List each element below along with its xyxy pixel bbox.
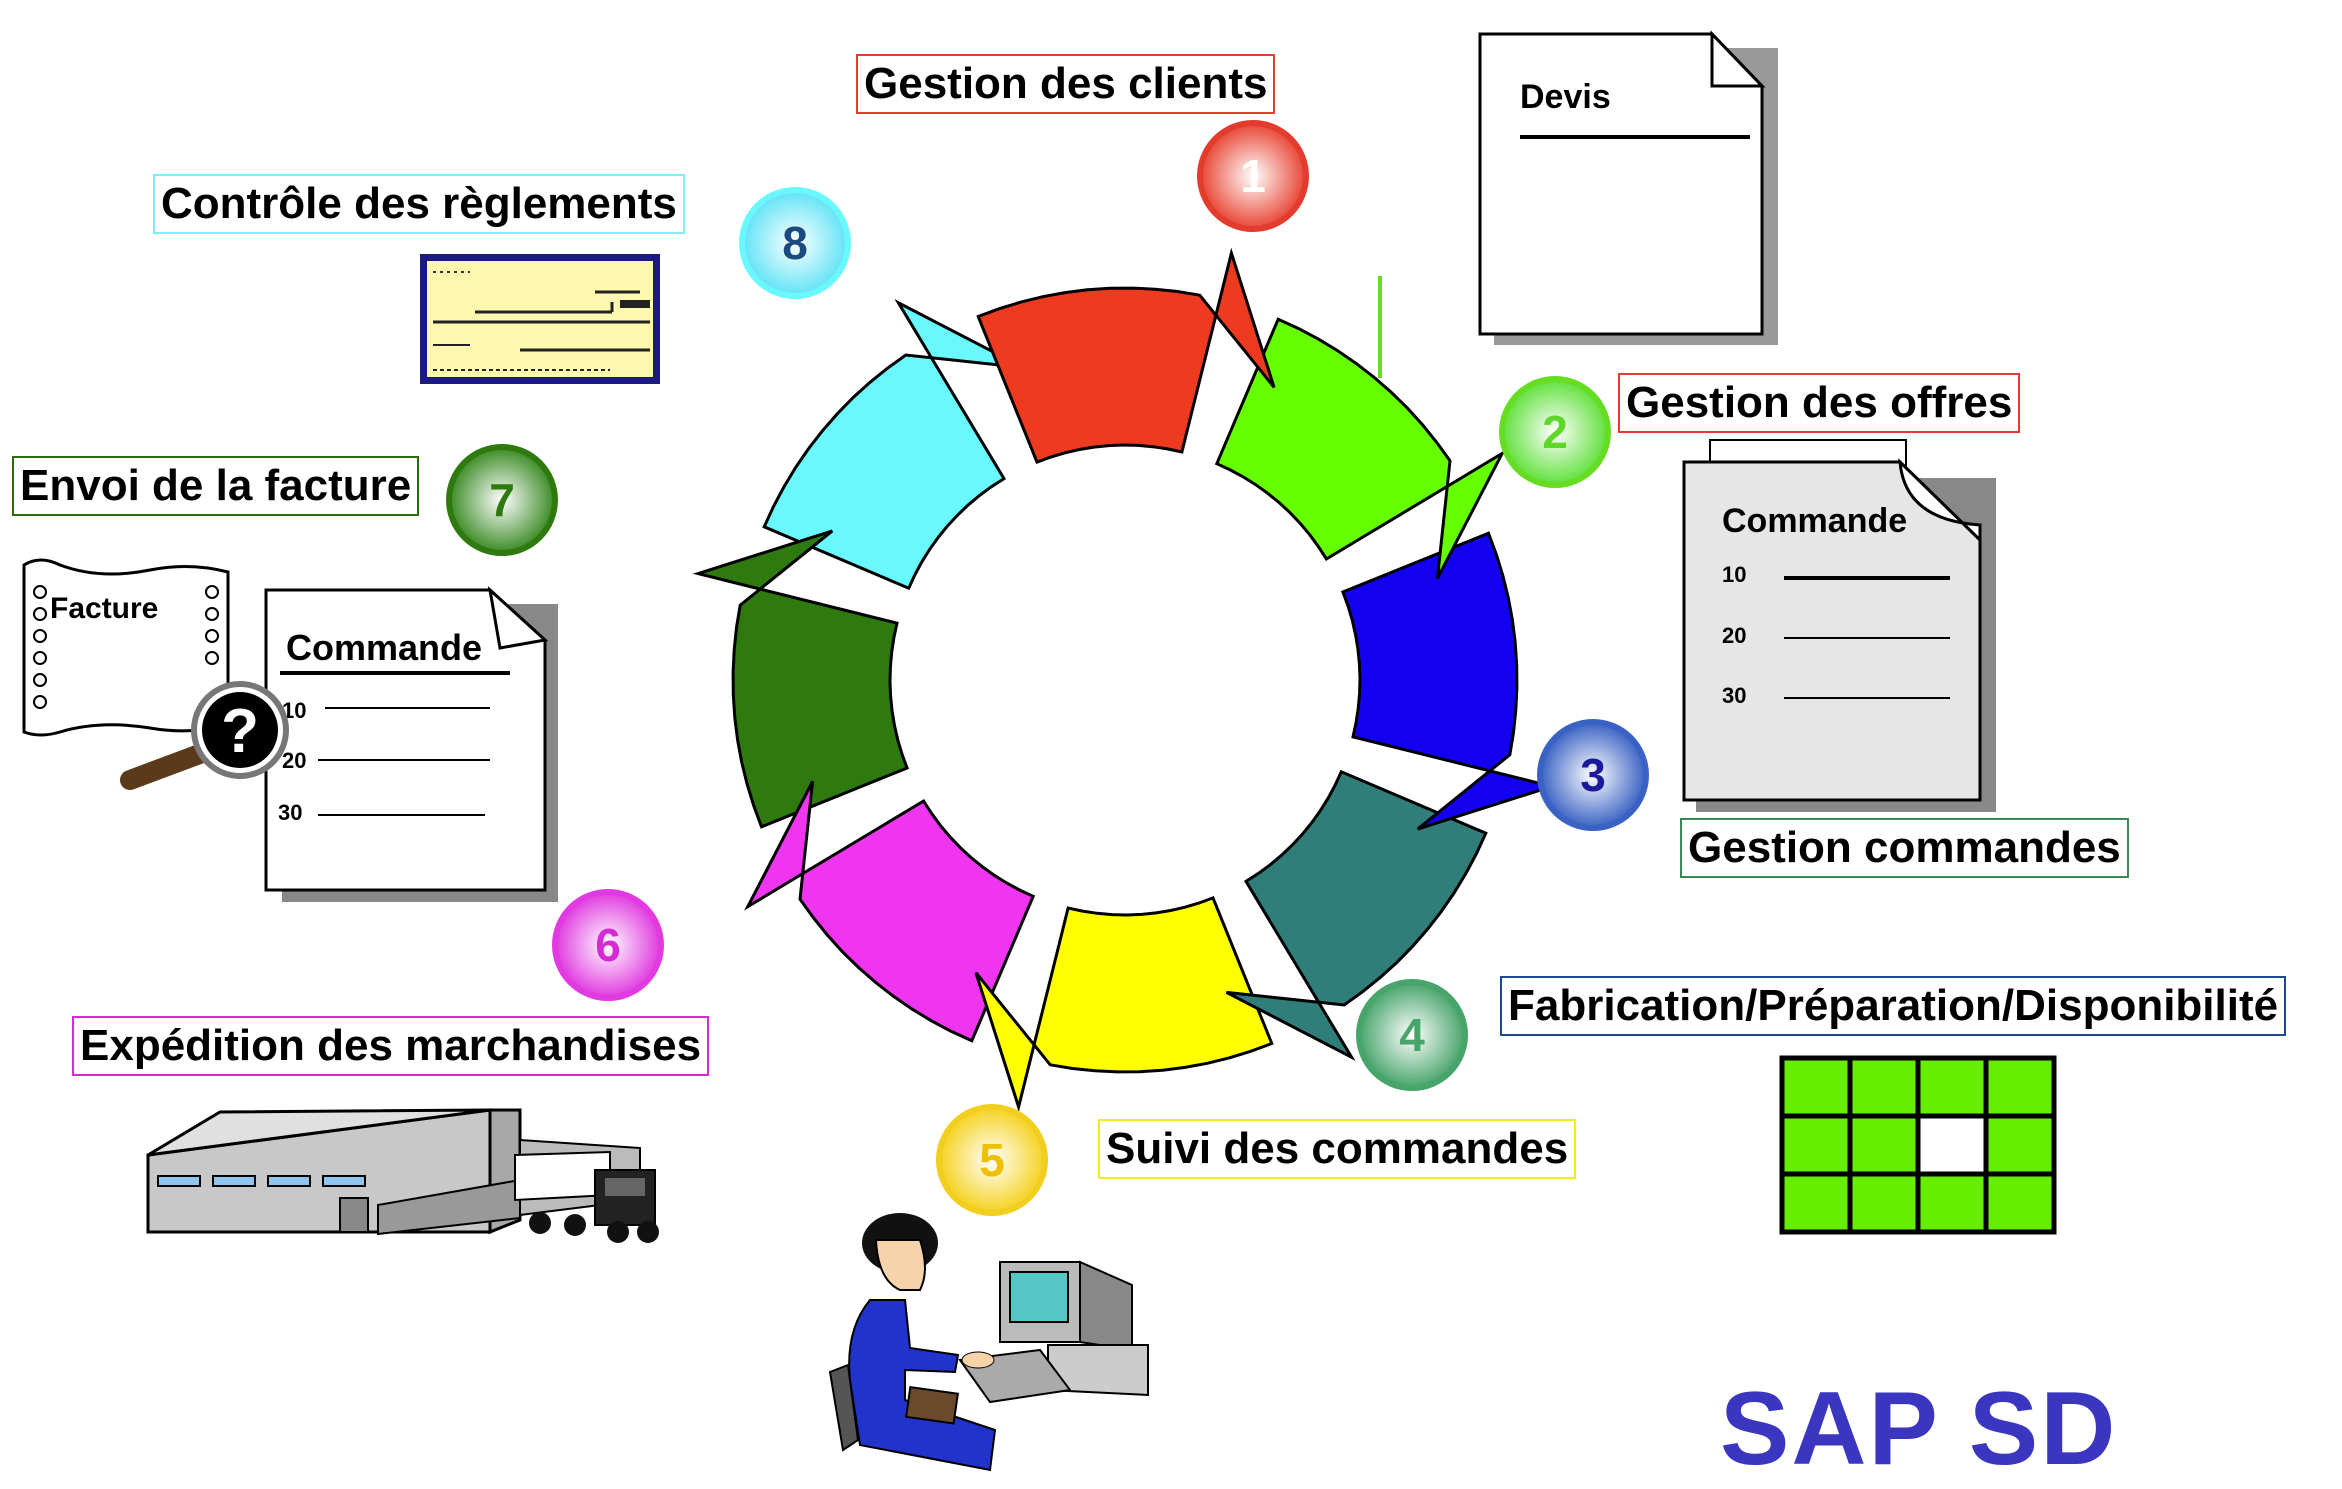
- step-4-number: 4: [1399, 1009, 1425, 1061]
- cycle-arrow-5: [974, 895, 1274, 1113]
- cycle-arrow-2: [1214, 317, 1506, 580]
- grid-cell: [1779, 1171, 1853, 1235]
- step-6-badge: 6: [552, 889, 664, 1001]
- cycle-arrow-7: [692, 529, 910, 829]
- step-8-badge: 8: [739, 187, 851, 299]
- cycle-arrow-3: [1340, 531, 1558, 831]
- step-7-badge: 7: [446, 444, 558, 556]
- step-8-label: Contrôle des règlements: [153, 174, 685, 234]
- order-right-row-1: 10: [1722, 562, 1746, 587]
- order-left-row-2: 20: [282, 748, 306, 773]
- capacity-grid-icon: [1779, 1055, 2057, 1235]
- question-mark: ?: [221, 697, 259, 766]
- step-2-badge: 2: [1499, 376, 1611, 488]
- step-4-badge: 4: [1356, 979, 1468, 1091]
- computer-operator-icon: [828, 1213, 1149, 1472]
- cheque-icon: [420, 254, 660, 384]
- grid-cell: [1779, 1113, 1853, 1177]
- step-1-badge: 1: [1197, 120, 1309, 232]
- step-8-number: 8: [782, 217, 808, 269]
- grid-cell: [1779, 1055, 1853, 1119]
- step-1-label: Gestion des clients: [856, 54, 1276, 114]
- cycle-arrow-6: [744, 780, 1036, 1043]
- order-document-right-icon: Commande 10 20 30: [1682, 439, 1996, 812]
- grid-cell: [1847, 1171, 1921, 1235]
- step-5-label: Suivi des commandes: [1098, 1119, 1577, 1179]
- step-badges: 1 2 3 4 5 6 7 8: [446, 120, 1649, 1216]
- grid-cell: [1847, 1055, 1921, 1119]
- step-2-label: Gestion des offres: [1618, 373, 2021, 433]
- grid-cell: [1983, 1113, 2057, 1177]
- order-right-row-2: 20: [1722, 623, 1746, 648]
- step-5-badge: 5: [936, 1104, 1048, 1216]
- warehouse-truck-icon: [146, 1108, 659, 1243]
- devis-title: Devis: [1520, 78, 1611, 116]
- order-left-title: Commande: [286, 627, 482, 668]
- step-7-label: Envoi de la facture: [12, 456, 420, 516]
- process-cycle: [692, 247, 1558, 1113]
- order-right-title: Commande: [1722, 502, 1907, 540]
- step-4-label: Fabrication/Préparation/Disponibilité: [1500, 976, 2287, 1036]
- order-right-row-3: 30: [1722, 683, 1746, 708]
- help-magnifier-icon: ?: [120, 681, 289, 790]
- cycle-arrow-8: [762, 299, 1025, 591]
- cycle-arrow-4: [1225, 769, 1488, 1061]
- step-3-label: Gestion commandes: [1680, 818, 2129, 878]
- devis-document-icon: Devis: [1478, 30, 1778, 345]
- step-2-number: 2: [1542, 406, 1568, 458]
- grid-cell: [1915, 1055, 1989, 1119]
- step-3-badge: 3: [1537, 719, 1649, 831]
- grid-cell: [1847, 1113, 1921, 1177]
- step-5-number: 5: [979, 1134, 1005, 1186]
- step-7-number: 7: [489, 474, 515, 526]
- cycle-arrow-1: [976, 247, 1276, 465]
- invoice-title: Facture: [50, 592, 158, 625]
- step-6-number: 6: [595, 919, 621, 971]
- order-left-row-3: 30: [278, 800, 302, 825]
- sap-sd-title: SAP SD: [1720, 1371, 2118, 1487]
- step-3-number: 3: [1580, 749, 1606, 801]
- step-6-label: Expédition des marchandises: [72, 1016, 710, 1076]
- grid-cell: [1983, 1171, 2057, 1235]
- invoice-document-icon: Facture: [22, 558, 230, 737]
- grid-cell: [1915, 1171, 1989, 1235]
- grid-cell: [1915, 1113, 1989, 1177]
- order-document-left-icon: Commande 10 20 30: [264, 585, 558, 902]
- step-1-number: 1: [1240, 150, 1266, 202]
- grid-cell: [1983, 1055, 2057, 1119]
